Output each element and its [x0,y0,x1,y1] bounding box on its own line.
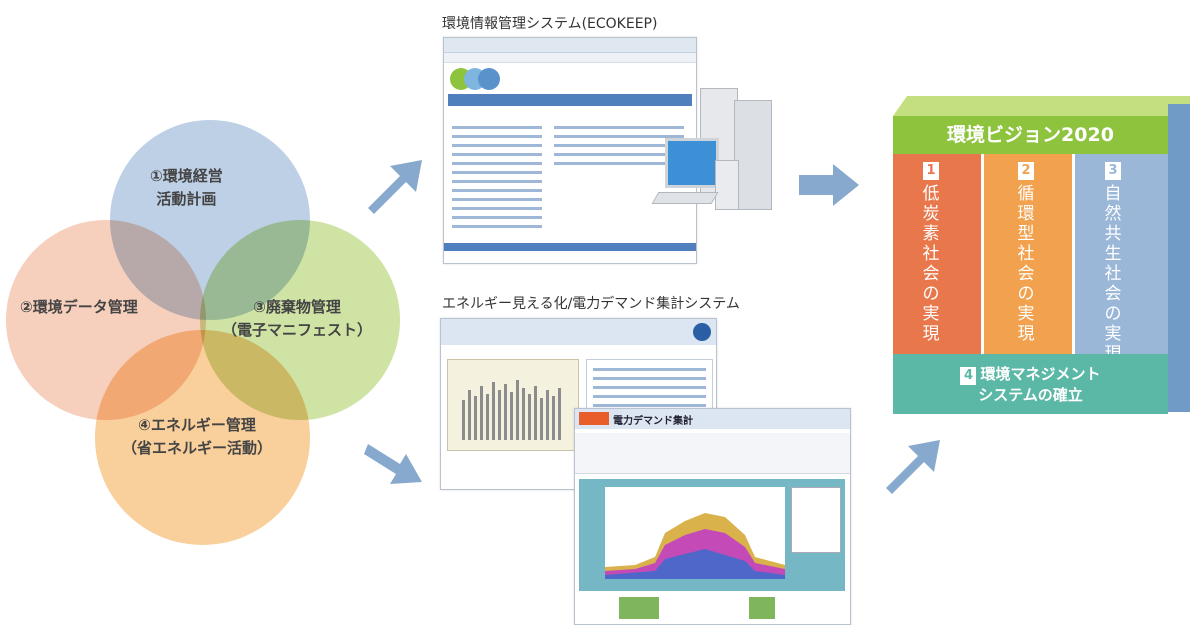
pillar-nature: 3 自然共生社会の実現 [1075,154,1168,364]
pc-tower [715,160,739,210]
vision-title: 環境ビジョン2020 [893,116,1168,154]
pillar-low-carbon: 1 低炭素社会の実現 [893,154,981,354]
ecokeep-caption: 環境情報管理システム(ECOKEEP) [442,16,658,32]
circle-energy [95,330,310,545]
energy-caption: エネルギー見える化/電力デマンド集計システム [442,296,740,312]
arrow-down-right [364,444,422,484]
venn-label-right: ③廃棄物管理（電子マニフェスト） [222,298,373,339]
ecokeep-screenshot [443,37,697,264]
energy-bar-chart [462,380,561,440]
demand-stacked-chart [605,513,785,579]
pc-keyboard [651,192,719,204]
server-rack-2 [734,100,772,210]
demand-title: 電力デマンド集計 [613,416,693,427]
arrow-up-right-2 [886,440,940,494]
vision-box-top-face [893,96,1190,116]
demand-screenshot: 電力デマンド集計 [574,408,851,625]
vision-box-side-face [1168,104,1190,412]
pillar-recycling: 2 循環型社会の実現 [984,154,1072,354]
venn-label-left: ②環境データ管理 [20,298,138,316]
venn-label-top: ①環境経営活動計画 [150,167,223,208]
pc-monitor [665,138,719,188]
arrow-up-right-1 [368,160,422,214]
arrow-right [799,164,859,206]
venn-label-bottom: ④エネルギー管理（省エネルギー活動） [122,416,273,457]
